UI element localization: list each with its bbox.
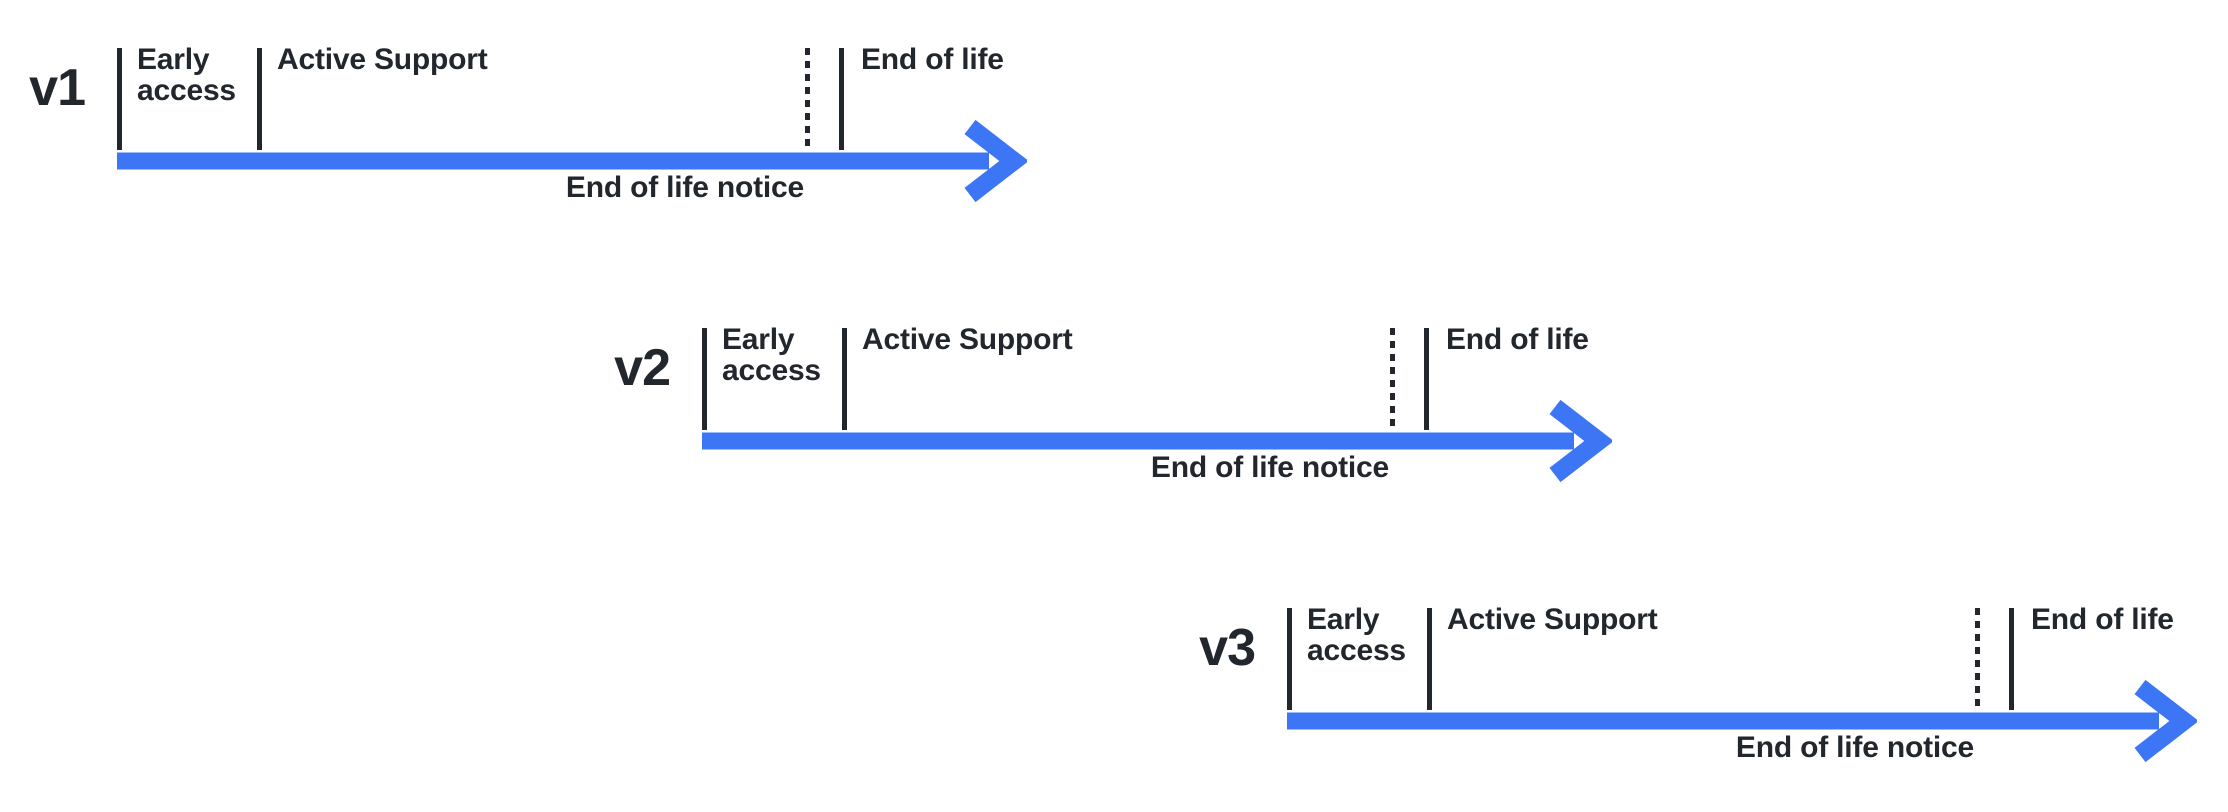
early-access-label: Early access	[137, 43, 236, 107]
end-of-life-label: End of life	[2031, 603, 2174, 636]
end-of-life-notice-dashed-line	[1975, 608, 1980, 710]
end-of-life-tick	[2009, 608, 2014, 710]
end-of-life-label: End of life	[861, 43, 1004, 76]
early-access-start-tick	[1287, 608, 1292, 710]
end-of-life-notice-label: End of life notice	[1735, 731, 1974, 764]
active-support-start-tick	[257, 48, 262, 150]
timeline-row-v2: v2 Early access Active Support End of li…	[614, 324, 1762, 503]
arrowhead-icon	[2134, 679, 2197, 763]
early-access-label: Early access	[722, 323, 821, 387]
active-support-start-tick	[1427, 608, 1432, 710]
arrowhead-icon	[1549, 399, 1612, 483]
timeline-arrow	[1287, 679, 2197, 763]
early-access-label: Early access	[1307, 603, 1406, 667]
timeline-row-v3: v3 Early access Active Support End of li…	[1199, 604, 2228, 783]
active-support-label: Active Support	[277, 43, 488, 76]
timeline-arrow	[117, 119, 1027, 203]
end-of-life-notice-dashed-line	[1390, 328, 1395, 430]
active-support-start-tick	[842, 328, 847, 430]
version-label: v1	[29, 59, 86, 117]
end-of-life-tick	[839, 48, 844, 150]
end-of-life-label: End of life	[1446, 323, 1589, 356]
end-of-life-tick	[1424, 328, 1429, 430]
early-access-start-tick	[117, 48, 122, 150]
timeline-row-v1: v1 Early access Active Support End of li…	[29, 44, 1177, 223]
arrowhead-icon	[964, 119, 1027, 203]
early-access-start-tick	[702, 328, 707, 430]
end-of-life-notice-dashed-line	[805, 48, 810, 150]
active-support-label: Active Support	[862, 323, 1073, 356]
end-of-life-notice-label: End of life notice	[1150, 451, 1389, 484]
active-support-label: Active Support	[1447, 603, 1658, 636]
version-label: v3	[1199, 619, 1256, 677]
version-label: v2	[614, 339, 671, 397]
end-of-life-notice-label: End of life notice	[565, 171, 804, 204]
timeline-arrow	[702, 399, 1612, 483]
